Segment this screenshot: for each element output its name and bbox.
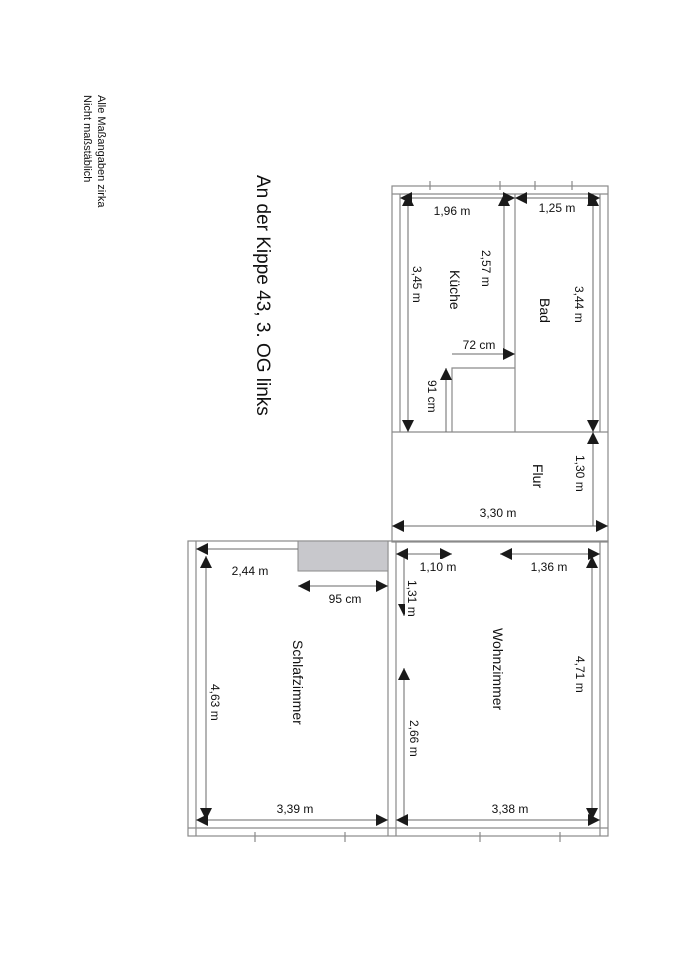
room-kueche: Küche <box>447 270 463 310</box>
room-wohnzimmer: Wohnzimmer <box>490 628 506 711</box>
dim-schlaf-length: 4,63 m <box>208 684 222 721</box>
dimension-lines <box>196 194 608 821</box>
room-bad: Bad <box>537 298 553 323</box>
dim-flur-depth: 1,30 m <box>573 455 587 492</box>
dim-wohn-length: 4,71 m <box>573 656 587 693</box>
dim-step-depth: 91 cm <box>425 380 439 413</box>
dim-kueche-width: 1,96 m <box>434 204 471 218</box>
plan-title: An der Kippe 43, 3. OG links <box>252 175 273 416</box>
dim-kueche-inner: 2,57 m <box>479 250 493 287</box>
room-labels: Küche Bad Flur Schlafzimmer Wohnzimmer <box>290 270 553 725</box>
dim-bad-width: 1,25 m <box>539 201 576 215</box>
note-approx: Alle Maßangaben zirka <box>95 95 107 208</box>
dimension-labels: 1,96 m 1,25 m 3,45 m 2,57 m 3,44 m 72 cm… <box>208 200 587 816</box>
dim-schlaf-top: 2,44 m <box>232 564 269 578</box>
dim-step-width: 72 cm <box>463 338 496 352</box>
note-not-to-scale: Nicht maßstäblich <box>81 95 93 182</box>
dim-flur-length: 3,30 m <box>480 506 517 520</box>
room-flur: Flur <box>530 464 546 488</box>
walls <box>187 181 609 842</box>
dimension-arrows <box>196 192 608 826</box>
dim-bad-length: 3,44 m <box>572 286 586 323</box>
dim-wohn-bottom: 3,38 m <box>492 802 529 816</box>
room-schlafzimmer: Schlafzimmer <box>290 640 306 725</box>
dim-kueche-length: 3,45 m <box>410 266 424 303</box>
dim-wohn-top-right: 1,36 m <box>531 560 568 574</box>
dim-wohn-inner: 2,66 m <box>407 720 421 757</box>
dim-schlaf-bottom: 3,39 m <box>277 802 314 816</box>
dim-wohn-top-left: 1,10 m <box>420 560 457 574</box>
niche <box>297 540 389 572</box>
dim-niche-width: 95 cm <box>329 592 362 606</box>
notes: Alle Maßangaben zirka Nicht maßstäblich <box>81 95 107 208</box>
dim-wohn-offset: 1,31 m <box>405 580 419 617</box>
